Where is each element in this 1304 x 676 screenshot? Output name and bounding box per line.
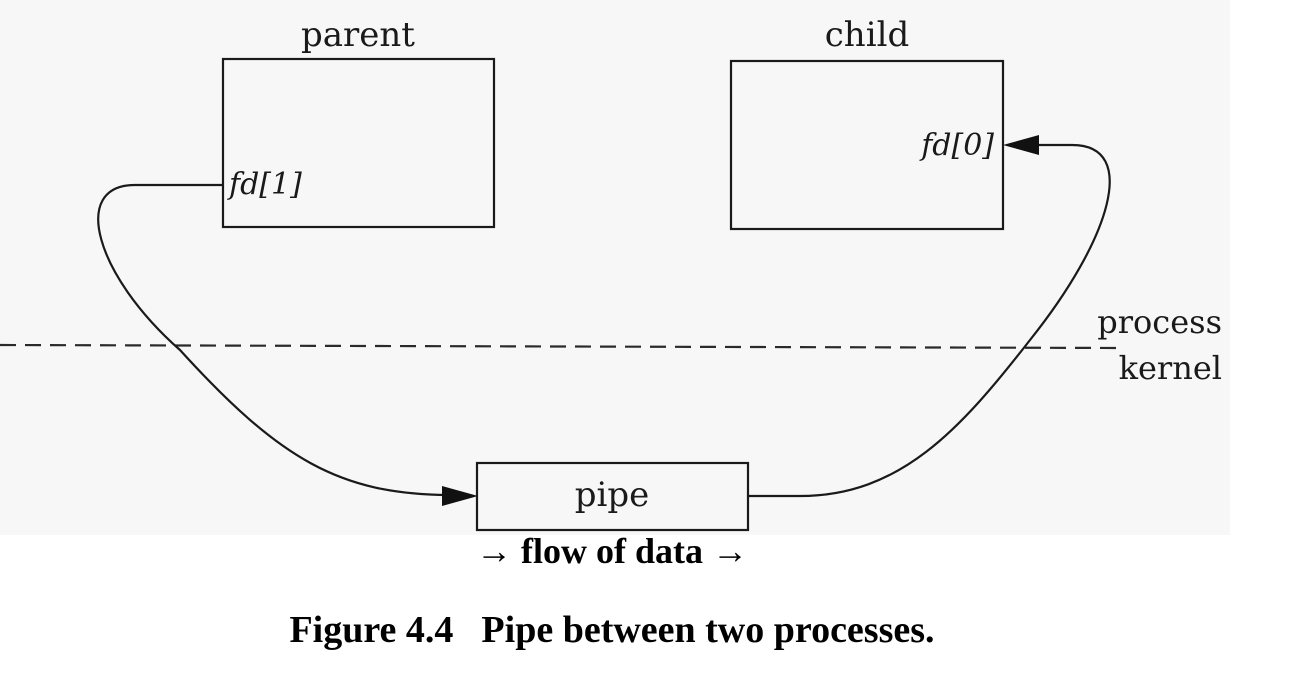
diagram-background: [0, 0, 1230, 535]
figure-number: Figure 4.4: [289, 609, 453, 651]
pipe-input-arrowhead: [442, 486, 478, 506]
kernel-label: kernel: [1119, 349, 1222, 387]
child-fd-label: fd[0]: [919, 128, 994, 163]
write-connector: [97, 183, 449, 497]
child-process: child fd[0]: [729, 15, 1005, 231]
figure-title: Pipe between two processes.: [481, 609, 934, 651]
parent-title: parent: [301, 15, 415, 55]
child-title: child: [825, 15, 909, 55]
pipe-label: pipe: [575, 475, 650, 515]
flow-of-data-label: → flow of data →: [476, 531, 748, 571]
figure-caption: Figure 4.4 Pipe between two processes.: [289, 609, 934, 651]
read-connector: [748, 143, 1111, 498]
parent-fd-label: fd[1]: [227, 167, 302, 202]
process-kernel-boundary: [0, 343, 1126, 350]
parent-process: parent fd[1]: [221, 15, 496, 229]
parent-box: [221, 57, 496, 229]
child-input-arrowhead: [1003, 135, 1039, 155]
process-label: process: [1097, 303, 1222, 341]
